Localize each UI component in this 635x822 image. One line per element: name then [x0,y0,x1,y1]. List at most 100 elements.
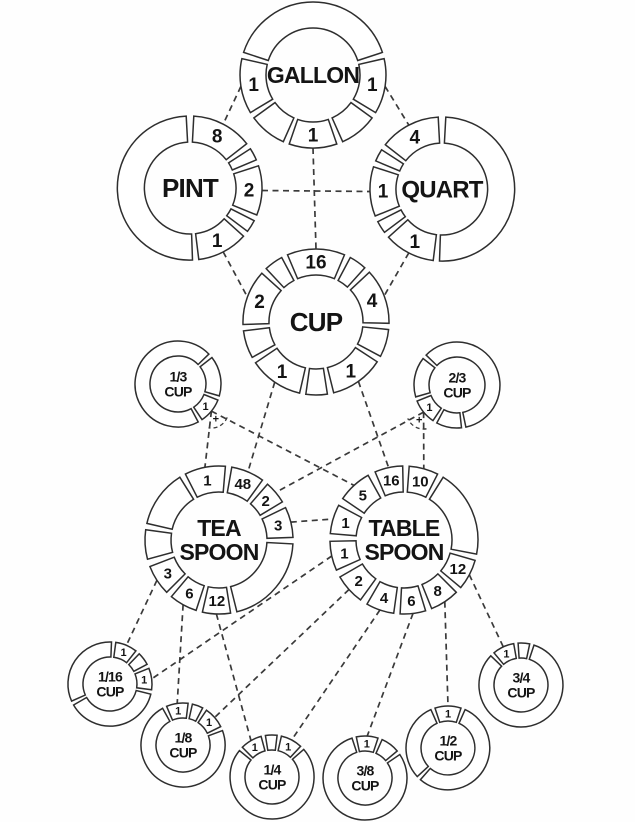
ring-segment-value [201,585,232,615]
ring-segment-blank [425,341,501,428]
ring-segment-value [369,165,401,217]
conversion-line-tablespoon-three_eighth_cup [366,613,414,737]
conversion-line-teaspoon-sixteenth_cup [125,579,158,646]
ring-segment-value [254,347,307,394]
conversion-line-teaspoon-tablespoon [290,518,334,523]
ring-segment-value [165,702,189,722]
conversion-value: 2 [262,493,270,510]
conversion-line-third_cup-teaspoon [204,411,213,468]
conversion-lines-layer [125,85,505,741]
ring-segment-value [249,483,284,517]
ring-segment-value [231,164,263,216]
ring-segment-blank [331,101,374,143]
conversion-line-tablespoon-sixteenth_cup [151,555,333,680]
unit-label-quart: QUART [401,176,483,203]
ring-segment-blank [478,644,564,728]
conversion-value: 1 [410,232,421,253]
ring-segment-value [191,115,248,161]
unit-label-sixteenth_cup: 1/16 [98,669,123,685]
conversion-line-teaspoon-eighth_cup [176,604,184,704]
ring-segment-value [226,466,264,503]
ring-segment-value [387,218,438,262]
ring-segment-value [277,735,302,759]
ring-segment-value [352,57,387,114]
conversion-value: 1 [277,362,288,383]
conversion-value: 1 [445,708,451,720]
conversion-value: 16 [305,253,326,274]
ring-segment-blank [376,208,407,234]
unit-label-eighth_cup: CUP [169,744,197,760]
conversion-value: 1 [141,675,147,687]
ring-segment-blank [146,476,195,531]
ring-segment-value [341,474,382,515]
ring-segment-blank [252,101,295,143]
conversion-value: 1 [248,75,259,96]
unit-label-tablespoon: SPOON [364,539,443,565]
unit-label-three_quarter_cup: 3/4 [512,670,530,686]
conversion-line-gallon-cup [312,147,317,250]
conversion-value: 1 [285,741,291,753]
ring-segment-value [421,572,458,610]
conversion-value: 12 [209,593,226,610]
unit-label-pint: PINT [162,173,219,203]
conversion-value: 4 [367,291,378,312]
ring-segment-value [434,705,462,724]
ring-segment-blank [116,115,194,261]
conversion-value: 1 [426,402,432,414]
ring-segment-value [349,271,390,325]
ring-segment-blank [264,734,278,752]
conversion-line-cup-tablespoon [357,381,390,468]
ring-segment-blank [229,541,294,613]
unit-label-twothird_cup: 2/3 [448,370,466,386]
conversion-value: 1 [308,126,319,147]
ring-segment-value [406,465,439,499]
ring-segment-value [416,394,443,422]
ring-segment-value [112,641,137,664]
conversion-line-tablespoon-half_cup [443,601,449,707]
ring-segment-blank [199,356,222,397]
conversion-value: 1 [367,75,378,96]
ring-segment-blank [242,326,276,359]
conversion-line-tablespoon-eighth_cup [214,588,350,719]
ring-segment-blank [375,738,399,762]
conversion-line-gallon-quart [384,85,410,126]
ring-segment-blank [227,147,258,171]
ring-segment-value [326,346,379,394]
unit-label-three_eighth_cup: 3/8 [356,763,374,779]
ring-segment-blank [72,689,152,727]
ring-segment-value [194,217,245,261]
ring-segment-blank [188,703,204,723]
conversion-line-third_cup-tablespoon [211,410,355,487]
unit-label-three_quarter_cup: CUP [507,684,535,700]
ring-segment-blank [413,357,436,398]
ring-segment-value [492,642,518,666]
conversion-value: 4 [410,127,421,148]
conversion-value: 4 [380,590,389,607]
ring-segment-blank [374,148,405,172]
ring-segment-value [329,504,363,537]
ring-segment-blank [517,642,531,660]
ring-segment-blank [337,256,366,289]
plus-junction-arc-twothird_cup [407,418,427,430]
unit-label-half_cup: CUP [434,747,462,763]
conversion-value: 8 [434,583,442,600]
unit-label-twothird_cup: CUP [443,384,471,400]
conversion-value: 1 [212,231,223,252]
unit-label-quarter_cup: CUP [258,776,286,792]
ring-segment-blank [428,476,479,555]
unit-label-teaspoon: TEA [197,515,241,541]
ring-segment-blank [242,1,384,62]
